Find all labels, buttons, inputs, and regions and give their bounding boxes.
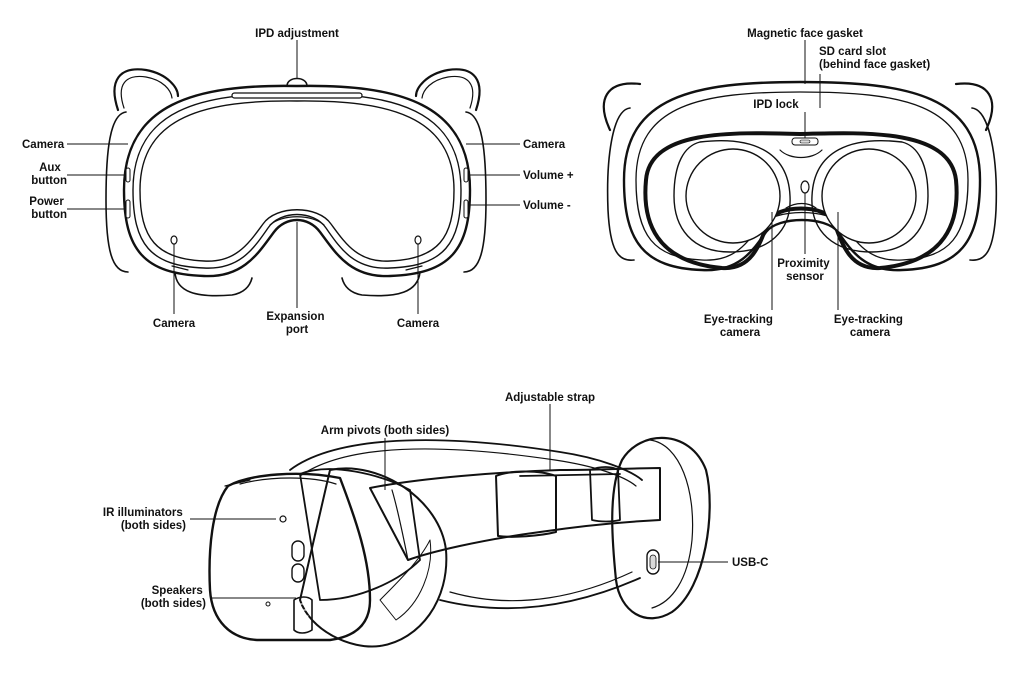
label-ir-illuminators: IR illuminators (both sides) xyxy=(103,507,186,532)
side-headset-drawing xyxy=(208,436,711,648)
side-leader-lines xyxy=(190,404,728,599)
label-volume-up: Volume + xyxy=(523,170,574,182)
label-eye-tracking-right-line2: camera xyxy=(850,327,891,339)
label-adjustable-strap: Adjustable strap xyxy=(505,392,595,404)
label-proximity-sensor: Proximity sensor xyxy=(777,258,833,283)
label-sd-card-slot-line2: (behind face gasket) xyxy=(819,59,930,71)
label-speakers: Speakers (both sides) xyxy=(141,585,206,610)
label-expansion-port-line1: Expansion xyxy=(266,311,324,323)
label-eye-tracking-left-line1: Eye-tracking xyxy=(704,314,773,326)
label-eye-tracking-left-line2: camera xyxy=(720,327,761,339)
label-sd-card-slot-line1: SD card slot xyxy=(819,46,886,58)
label-ir-illuminators-line2: (both sides) xyxy=(121,520,186,532)
label-magnetic-face-gasket: Magnetic face gasket xyxy=(747,28,863,40)
label-proximity-sensor-line1: Proximity xyxy=(777,258,830,270)
label-camera-bottom-left: Camera xyxy=(153,318,196,330)
label-aux-button-line2: button xyxy=(31,175,67,187)
side-view: Adjustable strap Arm pivots (both sides)… xyxy=(103,392,768,648)
front-headset-drawing xyxy=(105,68,487,297)
rear-headset-drawing xyxy=(602,80,998,272)
label-power-button-line2: button xyxy=(31,209,67,221)
label-eye-tracking-right: Eye-tracking camera xyxy=(834,314,906,339)
label-power-button: Power button xyxy=(29,196,67,221)
label-ipd-adjustment: IPD adjustment xyxy=(255,28,339,40)
label-proximity-sensor-line2: sensor xyxy=(786,271,824,283)
label-aux-button: Aux button xyxy=(31,162,67,187)
label-expansion-port: Expansion port xyxy=(266,311,327,336)
label-camera-left: Camera xyxy=(22,139,65,151)
label-ir-illuminators-line1: IR illuminators xyxy=(103,507,183,519)
label-aux-button-line1: Aux xyxy=(39,162,61,174)
rear-leader-lines xyxy=(771,40,839,310)
label-camera-bottom-right: Camera xyxy=(397,318,440,330)
label-usb-c: USB-C xyxy=(732,557,768,569)
label-ipd-lock: IPD lock xyxy=(753,99,799,111)
label-power-button-line1: Power xyxy=(29,196,64,208)
label-expansion-port-line2: port xyxy=(286,324,309,336)
front-view: IPD adjustment Camera Aux button Power b… xyxy=(22,28,574,336)
label-speakers-line2: (both sides) xyxy=(141,598,206,610)
label-speakers-line1: Speakers xyxy=(152,585,203,597)
label-arm-pivots: Arm pivots (both sides) xyxy=(321,425,450,437)
label-volume-down: Volume - xyxy=(523,200,571,212)
label-eye-tracking-left: Eye-tracking camera xyxy=(704,314,776,339)
rear-view: Magnetic face gasket SD card slot (behin… xyxy=(602,28,998,339)
label-camera-right: Camera xyxy=(523,139,566,151)
label-sd-card-slot: SD card slot (behind face gasket) xyxy=(819,46,930,71)
front-leader-lines xyxy=(67,40,520,314)
label-eye-tracking-right-line1: Eye-tracking xyxy=(834,314,903,326)
